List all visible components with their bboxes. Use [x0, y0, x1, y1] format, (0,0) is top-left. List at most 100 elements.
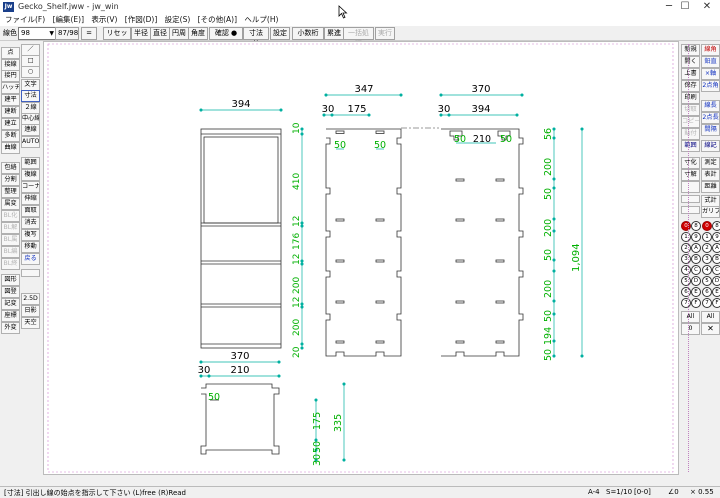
tool-line-length[interactable]: 線長	[701, 100, 720, 112]
line-sample-2[interactable]	[681, 206, 700, 214]
equals-button[interactable]: =	[81, 27, 97, 40]
layer-0[interactable]: 0	[681, 221, 691, 231]
tool-dim-convert[interactable]: 寸化	[681, 157, 700, 169]
tool-2pt-length[interactable]: 2点長	[701, 112, 720, 124]
tool-distance[interactable]: 距離	[701, 181, 720, 193]
status-zoom[interactable]: × 0.55	[690, 488, 714, 496]
tool-table-calc[interactable]: 表計	[701, 169, 720, 181]
layer-all-button[interactable]: All	[681, 311, 700, 323]
status-scale[interactable]: S=1/10	[606, 488, 633, 496]
tool-print[interactable]: 印刷	[681, 92, 700, 104]
ratio-button[interactable]: 87/98	[55, 27, 79, 40]
tool-connected-line[interactable]: 連線	[21, 124, 40, 136]
tool-chamfer[interactable]: 面取	[21, 205, 40, 217]
tool-multi-section[interactable]: 多断	[1, 130, 20, 142]
layer-group-8[interactable]: 8	[712, 221, 720, 231]
tool-2-5d[interactable]: 2.5D	[21, 293, 40, 305]
tool-auto[interactable]: AUTO	[21, 136, 40, 148]
layer-group-0[interactable]: 0	[702, 221, 712, 231]
tool-hatch[interactable]: ハッチ	[1, 82, 20, 94]
layer-2[interactable]: 2	[681, 243, 691, 253]
circumference-button[interactable]: 円周	[169, 27, 189, 40]
tool-envelope[interactable]: 包絡	[1, 162, 20, 174]
tool-plan[interactable]: 建平	[1, 94, 20, 106]
batch-button[interactable]: 一括処理	[343, 27, 374, 48]
tool-line-angle[interactable]: 線角	[701, 44, 720, 56]
tool-bl-break[interactable]: BL解	[1, 222, 20, 234]
drawing-canvas[interactable]: 394 10 410 12 176 12 200 12 200 20	[43, 41, 679, 475]
confirm-button[interactable]: 確認 ●	[209, 27, 243, 40]
tool-divide[interactable]: 分割	[1, 174, 20, 186]
layer-d[interactable]: D	[691, 276, 701, 286]
tool-figure[interactable]: 図形	[1, 274, 20, 286]
tool-measure[interactable]: 測定	[701, 157, 720, 169]
tool-bl-edit[interactable]: BL編	[1, 246, 20, 258]
layer-a[interactable]: A	[691, 243, 701, 253]
menu-draw[interactable]: [作図(D)]	[124, 15, 158, 24]
line-sample[interactable]	[681, 195, 700, 203]
layer-4[interactable]: 4	[681, 265, 691, 275]
menu-help[interactable]: ヘルプ(H)	[244, 15, 279, 24]
close-x-icon[interactable]: ✕	[701, 323, 720, 335]
dim-value-button[interactable]: 寸法値	[243, 27, 269, 48]
tool-curve[interactable]: 曲線	[1, 142, 20, 154]
tool-shadow[interactable]: 日影	[21, 305, 40, 317]
tool-x-axis[interactable]: ×軸	[701, 68, 720, 80]
minimize-button[interactable]: ─	[665, 1, 673, 12]
layer-group-6[interactable]: 6	[702, 287, 712, 297]
layer-group-f[interactable]: F	[712, 298, 720, 308]
layer-group-7[interactable]: 7	[702, 298, 712, 308]
tool-bl-end[interactable]: BL終	[1, 258, 20, 270]
layer-group-b[interactable]: B	[712, 254, 720, 264]
tool-vertical[interactable]: 鉛直	[701, 56, 720, 68]
tool-blank[interactable]	[681, 181, 700, 193]
tool-point[interactable]: 点	[1, 47, 20, 59]
tool-bl-make[interactable]: BL化	[1, 210, 20, 222]
menu-other[interactable]: [その他(A)]	[197, 15, 238, 24]
tool-new[interactable]: 新規	[681, 44, 700, 56]
tool-dimension[interactable]: 寸法	[21, 90, 40, 102]
scale-select[interactable]: 98▼	[18, 27, 56, 40]
layer-group-2[interactable]: 2	[702, 243, 712, 253]
layer-5[interactable]: 5	[681, 276, 691, 286]
cumulative-button[interactable]: 累進	[324, 27, 344, 40]
tool-offset[interactable]: 複線	[21, 169, 40, 181]
layer-1[interactable]: 1	[681, 232, 691, 242]
layer-group-1[interactable]: 1	[702, 232, 712, 242]
exec-button[interactable]: 実行	[375, 27, 395, 40]
tool-cut[interactable]: 切取	[681, 104, 700, 116]
tool-tangent-circle[interactable]: 接円	[1, 70, 20, 82]
tool-sky[interactable]: 天空	[21, 317, 40, 329]
tool-coordinate[interactable]: 座標	[1, 310, 20, 322]
tool-overwrite[interactable]: 上書	[681, 68, 700, 80]
tool-gallery[interactable]: ガリブ	[701, 206, 720, 218]
menu-edit[interactable]: [編集(E)]	[52, 15, 85, 24]
tool-circle[interactable]: ○	[21, 66, 40, 78]
radius-button[interactable]: 半径	[131, 27, 151, 40]
layer-group-d[interactable]: D	[712, 276, 720, 286]
reset-button[interactable]: リセット	[103, 27, 131, 48]
diameter-button[interactable]: 直径	[150, 27, 170, 40]
maximize-button[interactable]: ☐	[680, 1, 690, 12]
tool-open[interactable]: 開く	[681, 56, 700, 68]
menu-view[interactable]: 表示(V)	[91, 15, 118, 24]
layer-group-5[interactable]: 5	[702, 276, 712, 286]
layer-group-e[interactable]: E	[712, 287, 720, 297]
angle-button[interactable]: 角度	[188, 27, 208, 40]
layer-group-c[interactable]: C	[712, 265, 720, 275]
layer-group-4[interactable]: 4	[702, 265, 712, 275]
tool-range-right[interactable]: 範囲	[681, 140, 700, 152]
tool-interval[interactable]: 間隔	[701, 124, 720, 136]
tool-line-record[interactable]: 線記	[701, 140, 720, 152]
tool-slider[interactable]	[21, 269, 40, 277]
menu-file[interactable]: ファイル(F)	[5, 15, 46, 24]
tool-dim-unconvert[interactable]: 寸解	[681, 169, 700, 181]
status-angle[interactable]: ∠0	[668, 488, 679, 496]
layer-group-9[interactable]: 9	[712, 232, 720, 242]
tool-stretch[interactable]: 伸縮	[21, 193, 40, 205]
tool-attr-change[interactable]: 属変	[1, 198, 20, 210]
tool-copy[interactable]: 複写	[21, 229, 40, 241]
layer-e[interactable]: E	[691, 287, 701, 297]
layer-3[interactable]: 3	[681, 254, 691, 264]
tool-external-change[interactable]: 外変	[1, 322, 20, 334]
